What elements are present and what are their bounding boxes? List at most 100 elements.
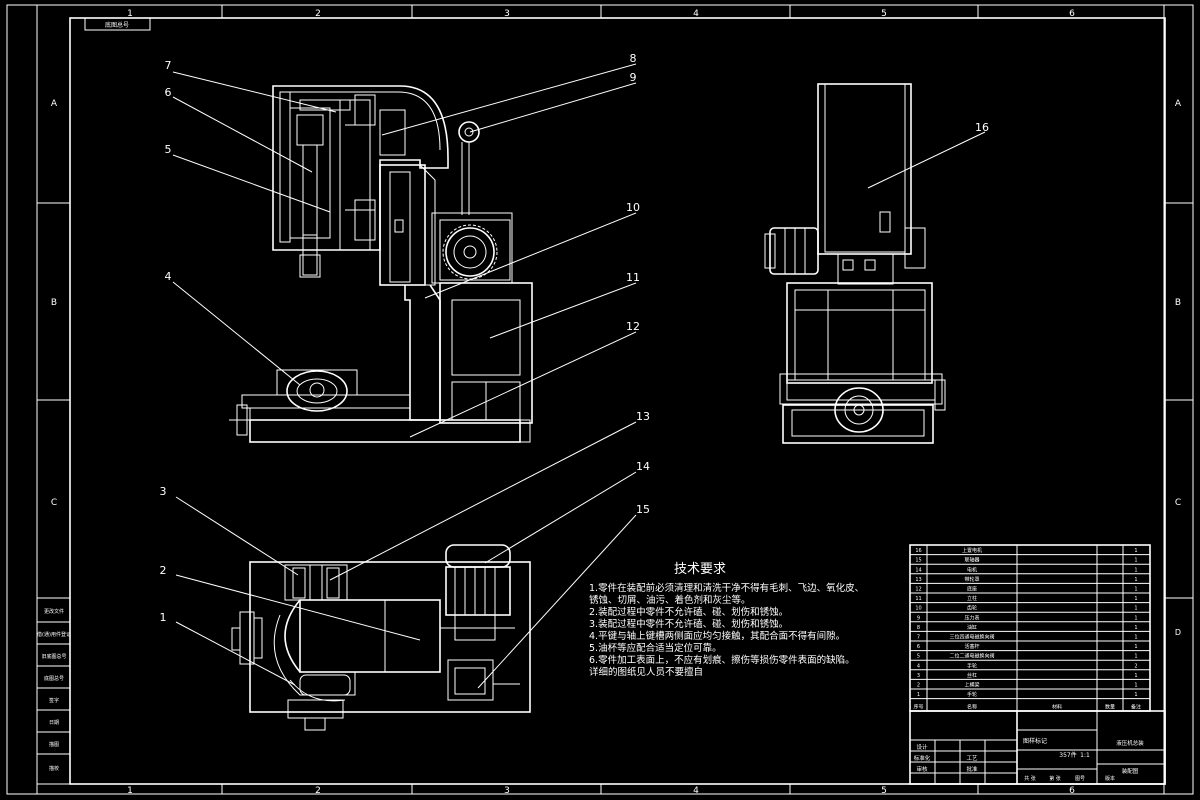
parts-header-no: 序号	[913, 704, 923, 711]
tb-sheet-label: 图样标记	[1023, 737, 1047, 745]
zone-top-1: 1	[127, 9, 133, 19]
balloon-labels: 7 6 5 4 8 9 10 11 12 13 14 15 3 2 1 16	[160, 52, 990, 624]
tb-row-0: 设计	[916, 743, 928, 751]
tb-drawing-no: 装配图	[1122, 767, 1139, 775]
parts-cell-qty: 1	[1134, 596, 1137, 602]
leader-lines	[172, 63, 986, 689]
parts-cell-no: 10	[915, 606, 921, 612]
parts-cell-qty: 1	[1134, 644, 1137, 650]
tb-drawing-name: 液压机总装	[1116, 739, 1144, 747]
side-col-1: 借(通)用件登记	[37, 631, 71, 638]
zone-top-5: 5	[881, 9, 887, 19]
tb-row-3: 工艺	[966, 755, 978, 762]
side-col-2: 旧底图总号	[41, 653, 66, 660]
side-view	[764, 83, 946, 444]
balloon-14: 14	[636, 460, 650, 473]
parts-cell-no: 8	[917, 625, 920, 631]
requirement-line-2: 锈蚀、切屑、油污、着色剂和灰尘等。	[589, 594, 751, 606]
parts-cell-no: 9	[917, 615, 920, 621]
parts-cell-qty: 1	[1134, 692, 1137, 698]
parts-cell-qty: 2	[1134, 663, 1137, 669]
parts-cell-name: 上横梁	[964, 682, 979, 689]
requirement-line-1: 1.零件在装配前必须清理和清洗干净不得有毛刺、飞边、氧化皮、	[589, 582, 864, 594]
parts-header-remark: 备注	[1131, 704, 1141, 711]
requirement-line-4: 3.装配过程中零件不允许磕、碰、划伤和锈蚀。	[589, 618, 788, 630]
zone-left-c: C	[51, 498, 57, 508]
balloon-6: 6	[165, 86, 172, 99]
tb-row-1: 标准化	[914, 754, 931, 762]
balloon-5: 5	[165, 143, 172, 156]
side-col-5: 日期	[49, 720, 59, 726]
parts-cell-name: 二位二通电磁换向阀	[949, 653, 994, 660]
tb-scale: 1:1	[1080, 752, 1090, 759]
requirement-line-7: 6.零件加工表面上，不应有划痕、擦伤等损伤零件表面的缺陷。	[589, 654, 855, 666]
balloon-11: 11	[626, 271, 640, 284]
zone-bottom-5: 5	[881, 786, 887, 796]
side-col-3: 底图总号	[44, 675, 64, 682]
balloon-1: 1	[160, 611, 167, 624]
sheet-frame	[6, 4, 1194, 795]
parts-header-name: 名称	[967, 704, 977, 711]
requirements-title: 技术要求	[674, 562, 726, 577]
top-view	[231, 544, 531, 731]
balloon-7: 7	[165, 59, 172, 72]
requirement-line-5: 4.平键与轴上键槽两侧面应均匀接触，其配合面不得有间隙。	[589, 630, 845, 642]
parts-cell-qty: 1	[1134, 548, 1137, 554]
parts-cell-qty: 1	[1134, 625, 1137, 631]
zone-bottom-2: 2	[315, 786, 321, 796]
zone-left-a: A	[51, 99, 58, 109]
parts-cell-qty: 1	[1134, 567, 1137, 573]
zone-top-6: 6	[1069, 9, 1075, 19]
side-col-4: 签字	[49, 697, 59, 704]
parts-cell-qty: 1	[1134, 606, 1137, 612]
tb-footer-0: 共 张	[1024, 775, 1036, 782]
parts-cell-name: 齿轮	[967, 605, 977, 612]
zone-bottom-4: 4	[693, 786, 699, 796]
parts-cell-no: 4	[917, 663, 920, 669]
zone-left-b: B	[51, 298, 57, 308]
zone-right-b: B	[1175, 298, 1181, 308]
parts-cell-no: 16	[915, 548, 921, 554]
parts-cell-name: 联轴器	[964, 557, 979, 564]
parts-cell-no: 5	[917, 654, 920, 660]
zone-bottom-6: 6	[1069, 786, 1075, 796]
parts-cell-name: 带轮罩	[964, 576, 979, 583]
balloon-2: 2	[160, 564, 167, 577]
parts-cell-no: 13	[915, 577, 921, 583]
parts-cell-qty: 1	[1134, 615, 1137, 621]
tb-row-4: 批准	[966, 765, 978, 773]
parts-header-material: 材料	[1052, 704, 1062, 711]
parts-cell-no: 1	[917, 692, 920, 698]
balloon-3: 3	[160, 485, 167, 498]
parts-cell-name: 油缸	[967, 624, 977, 631]
zone-right-d: D	[1175, 628, 1181, 637]
parts-cell-name: 上置电机	[962, 547, 982, 554]
parts-cell-no: 15	[915, 558, 921, 564]
balloon-10: 10	[626, 201, 640, 214]
parts-cell-name: 三位四通电磁换向阀	[949, 634, 994, 641]
balloon-13: 13	[636, 410, 650, 423]
side-col-7: 描校	[49, 765, 59, 772]
balloon-4: 4	[165, 270, 172, 283]
title-block: 设计 标准化 审核 工艺 批准 图样标记 357件 1:1 液压机总装 装配图 …	[909, 710, 1166, 785]
technical-requirements: 技术要求 1.零件在装配前必须清理和清洗干净不得有毛刺、飞边、氧化皮、 锈蚀、切…	[589, 562, 864, 678]
parts-cell-name: 活塞杆	[964, 643, 979, 650]
tb-footer-2: 图号	[1075, 776, 1085, 782]
zone-top-2: 2	[315, 9, 321, 19]
tb-footer-1: 第 张	[1049, 775, 1061, 782]
balloon-15: 15	[636, 503, 650, 516]
balloon-9: 9	[630, 71, 637, 84]
parts-cell-no: 3	[917, 673, 920, 679]
parts-cell-no: 14	[915, 567, 921, 573]
parts-cell-no: 7	[917, 635, 920, 641]
corner-label: 底图总号	[105, 21, 129, 29]
parts-cell-qty: 1	[1134, 673, 1137, 679]
parts-cell-qty: 1	[1134, 587, 1137, 593]
requirement-line-8: 详细的图纸见人员不要擅自	[589, 666, 703, 678]
parts-cell-no: 12	[915, 587, 921, 593]
tb-weight: 357件	[1059, 751, 1076, 759]
side-col-6: 描图	[49, 741, 59, 748]
parts-cell-name: 底座	[967, 586, 977, 593]
side-col-0: 更改文件	[44, 608, 64, 615]
